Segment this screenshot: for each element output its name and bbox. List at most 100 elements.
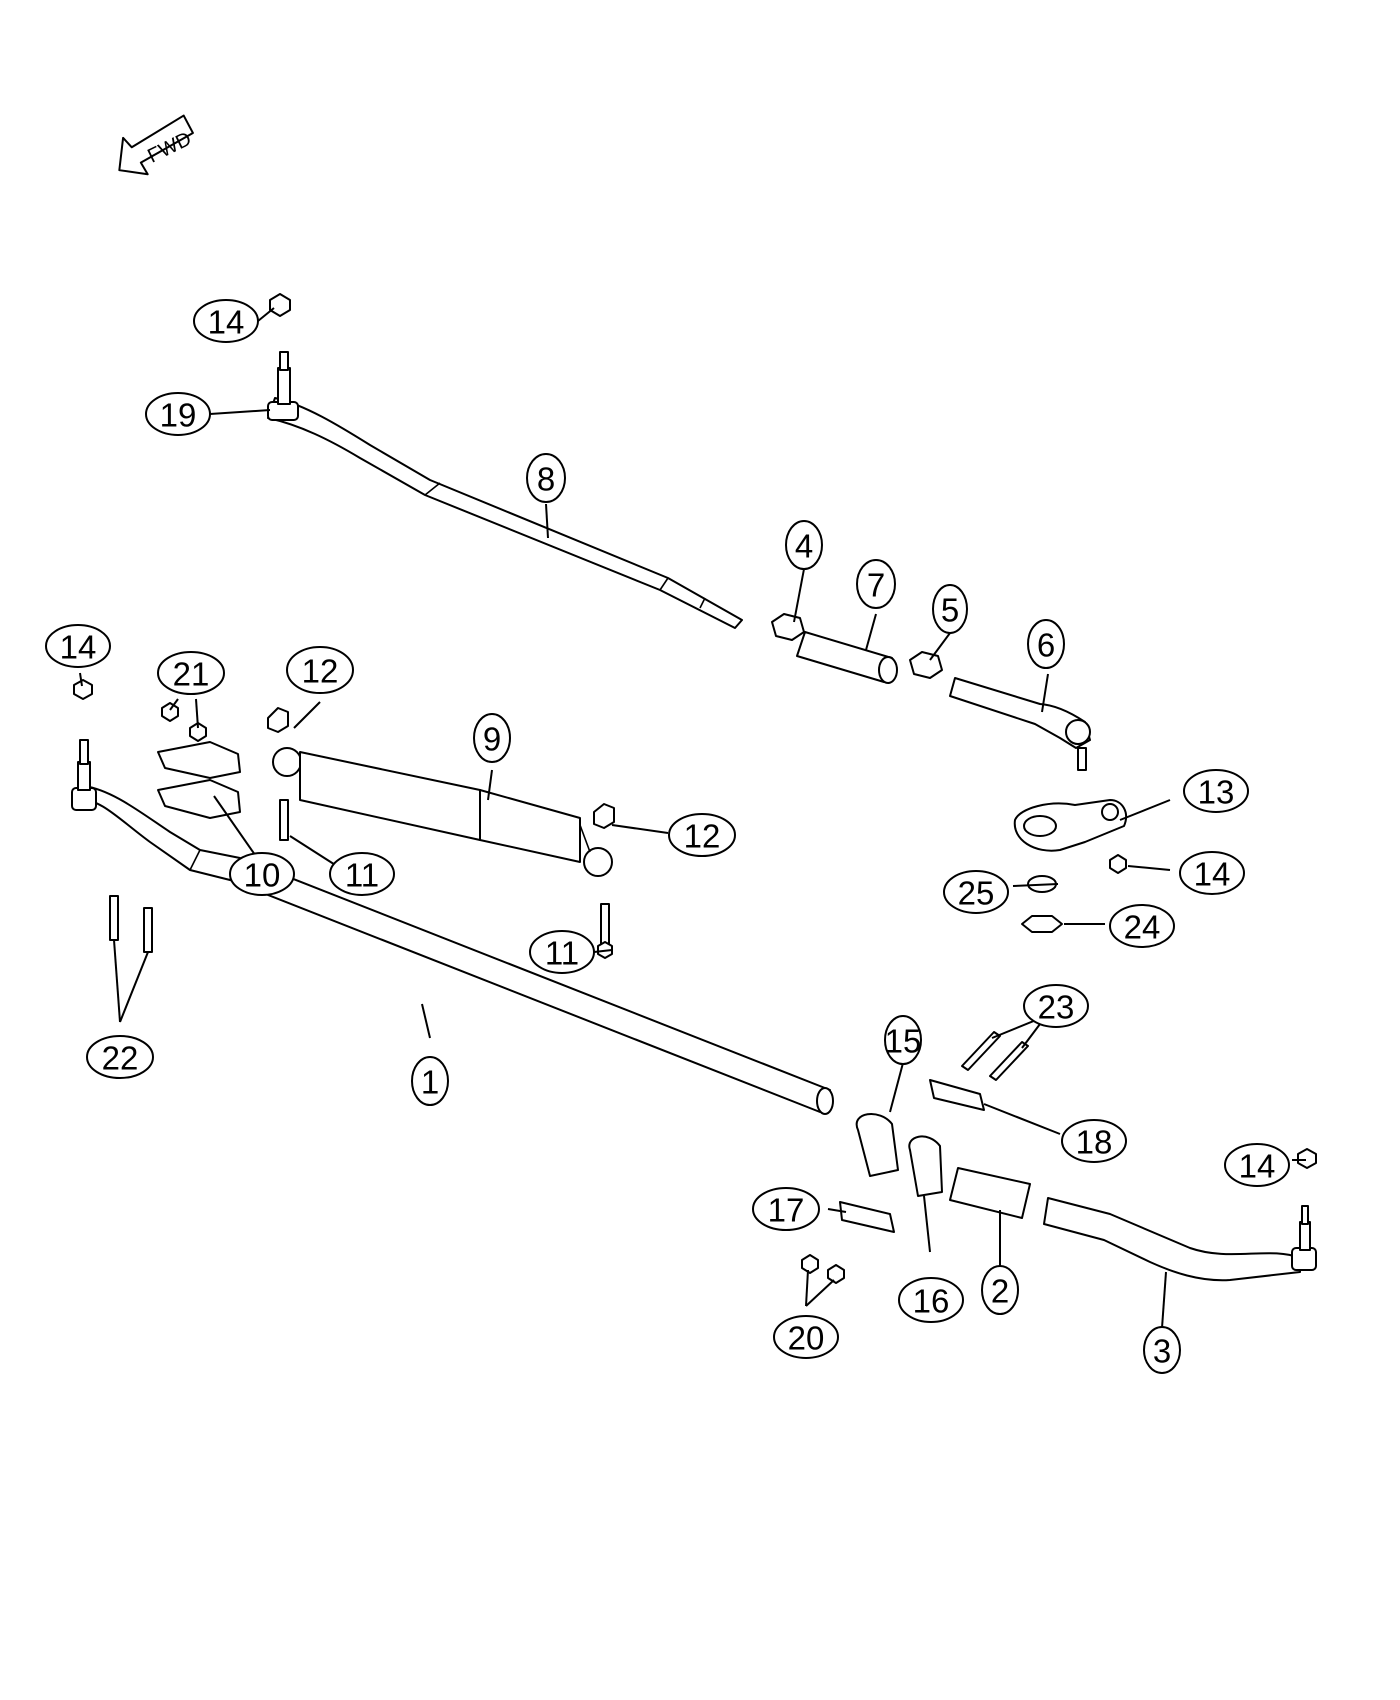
callout-6: 6 [1027, 619, 1065, 669]
bolt-22b [143, 907, 153, 953]
plate-17 [839, 1201, 895, 1233]
callout-bubble [884, 1015, 922, 1065]
callout-13: 13 [1183, 769, 1249, 813]
nut-14-top [269, 293, 291, 317]
callout-number: 15 [885, 1023, 922, 1060]
nut-14-lower-right [1297, 1148, 1317, 1169]
callout-24: 24 [1109, 904, 1175, 948]
callout-11: 11 [529, 930, 595, 974]
jam-nut-4 [771, 613, 805, 641]
nut-20b [827, 1264, 845, 1284]
callout-14: 14 [1224, 1143, 1290, 1187]
callout-16: 16 [898, 1277, 964, 1323]
callout-bubble [943, 870, 1009, 914]
callout-number: 9 [483, 721, 501, 758]
callout-18: 18 [1061, 1119, 1127, 1163]
callout-number: 23 [1038, 989, 1075, 1026]
nut-14-left [73, 679, 93, 700]
callout-number: 14 [1239, 1148, 1276, 1185]
callout-2: 2 [981, 1265, 1019, 1315]
callout-number: 21 [173, 656, 210, 693]
callout-bubble [145, 392, 211, 436]
callout-number: 18 [1076, 1124, 1113, 1161]
callout-bubble [752, 1187, 820, 1231]
callout-bubble [529, 930, 595, 974]
callout-12: 12 [668, 813, 736, 857]
steering-damper [272, 747, 613, 877]
callout-14: 14 [45, 624, 111, 668]
callout-number: 13 [1198, 774, 1235, 811]
callout-number: 5 [941, 592, 959, 629]
callout-bubble [1183, 769, 1249, 813]
tie-rod-end-3 [1043, 1197, 1317, 1282]
callout-number: 12 [684, 818, 721, 855]
callout-number: 6 [1037, 627, 1055, 664]
callout-number: 20 [788, 1320, 825, 1357]
jam-nut-5 [909, 651, 943, 679]
callout-23: 23 [1023, 984, 1089, 1028]
callout-bubble [1023, 984, 1089, 1028]
callout-number: 14 [208, 304, 245, 341]
callout-7: 7 [856, 559, 896, 609]
callout-number: 14 [1194, 856, 1231, 893]
bolt-23b [989, 1041, 1029, 1081]
callout-number: 8 [537, 461, 555, 498]
callout-25: 25 [943, 870, 1009, 914]
callout-3: 3 [1143, 1326, 1181, 1374]
callout-bubble [473, 713, 511, 763]
callout-bubble [411, 1056, 449, 1106]
callout-17: 17 [752, 1187, 820, 1231]
bolt-23a [961, 1031, 1001, 1071]
nut-14-right [1109, 854, 1127, 874]
callout-9: 9 [473, 713, 511, 763]
callout-11: 11 [329, 852, 395, 896]
callout-bubble [1179, 851, 1245, 895]
callout-number: 7 [867, 567, 885, 604]
tie-rod-end-6 [949, 677, 1091, 749]
callout-bubble [981, 1265, 1019, 1315]
callout-12: 12 [286, 646, 354, 694]
callout-bubble [193, 299, 259, 343]
clamp-15 [855, 1112, 899, 1177]
callout-number: 16 [913, 1283, 950, 1320]
callout-bubble [1027, 619, 1065, 669]
nut-20a [801, 1254, 819, 1274]
callout-number: 19 [160, 397, 197, 434]
callout-bubble [526, 453, 566, 503]
callout-bubble [1224, 1143, 1290, 1187]
callout-number: 10 [244, 857, 281, 894]
callout-number: 25 [958, 875, 995, 912]
callout-number: 2 [991, 1273, 1009, 1310]
mounting-brackets [157, 741, 241, 819]
flag-nut-12-lower [593, 803, 615, 829]
callout-number: 12 [302, 653, 339, 690]
callout-8: 8 [526, 453, 566, 503]
callout-bubble [773, 1315, 839, 1359]
flag-nut-12-upper [267, 707, 289, 733]
callout-bubble [229, 852, 295, 896]
callout-5: 5 [932, 584, 968, 634]
callout-bubble [1143, 1326, 1181, 1374]
callout-bubble [898, 1277, 964, 1323]
nut-24 [1021, 915, 1063, 933]
bolt-22a [109, 895, 119, 941]
callout-bubble [45, 624, 111, 668]
callout-1: 1 [411, 1056, 449, 1106]
fwd-arrow-icon: FWD [118, 114, 195, 176]
callout-bubble [932, 584, 968, 634]
callout-bubble [1109, 904, 1175, 948]
callout-19: 19 [145, 392, 211, 436]
callout-14: 14 [1179, 851, 1245, 895]
callout-4: 4 [785, 520, 823, 570]
callout-bubble [157, 651, 225, 695]
callout-21: 21 [157, 651, 225, 695]
adjuster-assembly [771, 613, 1091, 771]
callout-10: 10 [229, 852, 295, 896]
callout-20: 20 [773, 1315, 839, 1359]
nut-21a [161, 702, 179, 722]
callout-number: 17 [768, 1192, 805, 1229]
callout-number: 11 [345, 857, 379, 894]
